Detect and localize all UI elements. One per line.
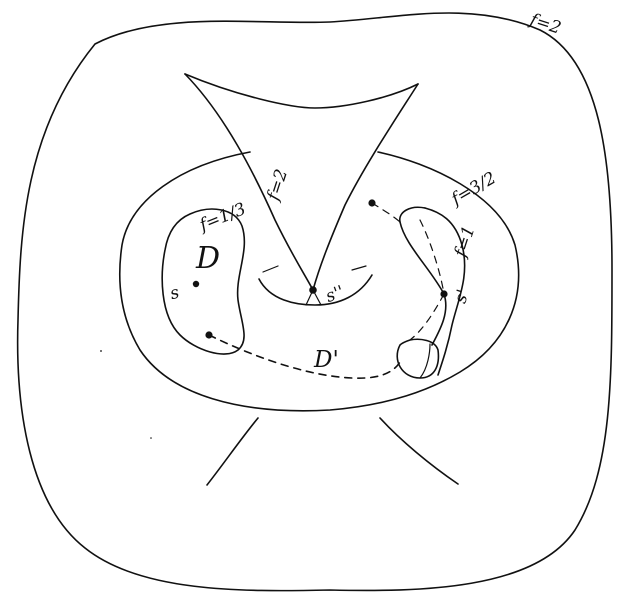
lower-right-skirt [380, 418, 458, 484]
label-f-right-top: f=3/2 [446, 168, 499, 210]
tube-hidden-seam [420, 220, 444, 294]
inner-hole-left-tick [263, 266, 278, 272]
point-s-prime [440, 290, 447, 297]
label-s-left: s [168, 283, 182, 305]
point-D-exit [205, 331, 212, 338]
label-s-center: s'' [323, 282, 347, 307]
label-D-prime: D' [313, 347, 339, 373]
point-top-right [368, 199, 375, 206]
point-s [193, 281, 199, 287]
paper-speck-left [100, 350, 102, 352]
lower-left-skirt [207, 418, 258, 485]
label-D: D [195, 241, 220, 276]
upper-cusp-top-arc [185, 74, 418, 108]
dashed-path-top-right [372, 203, 400, 222]
tube-top-cap [400, 207, 425, 222]
tube-bottom-cap-inner [420, 344, 430, 378]
upper-cusp-right-line [313, 84, 418, 290]
label-f-left: f=1/3 [195, 199, 249, 236]
inner-hole-right-tick [352, 266, 366, 270]
label-f-outer: f=2 [526, 9, 564, 38]
dashed-path-D-to-tube [209, 335, 400, 378]
point-s-double-prime [309, 286, 317, 294]
paper-speck-bottom [150, 437, 152, 439]
label-s-right: s' [451, 287, 474, 306]
label-f-cusp: f=2 [263, 167, 292, 205]
outer-boundary [18, 13, 612, 591]
